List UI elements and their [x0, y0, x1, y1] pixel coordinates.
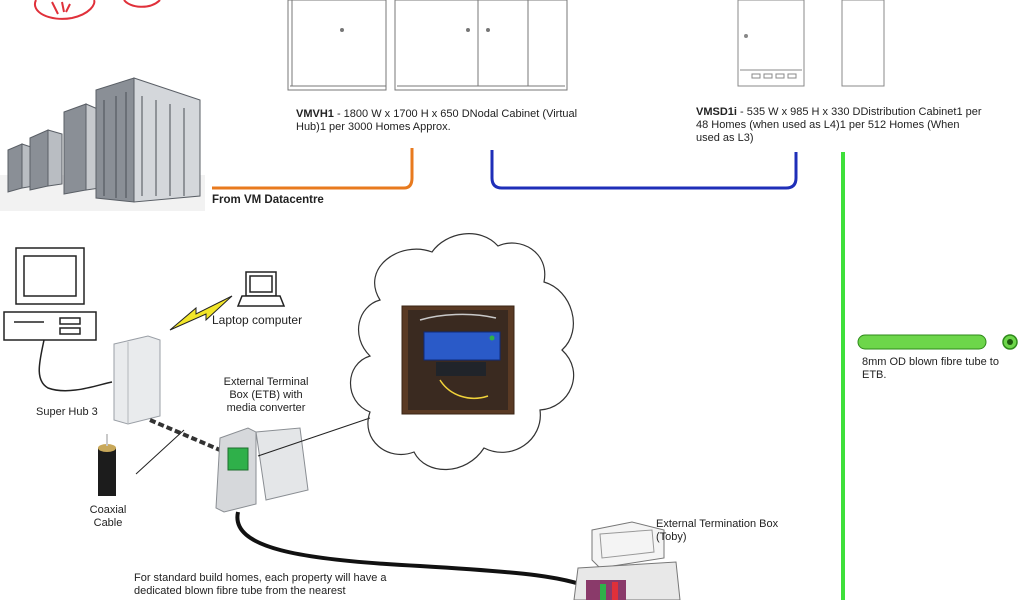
laptop-label: Laptop computer [212, 313, 303, 327]
fibre-tube-label: 8mm OD blown fibre tube to ETB. [862, 356, 999, 381]
laptop-icon [236, 271, 286, 307]
cloud-outline [349, 233, 575, 471]
vmvh1-description: - 1800 W x 1700 H x 650 DNodal Cabinet (… [296, 108, 578, 133]
vmsd1i-code: VMSD1i [696, 106, 737, 118]
orange-datacentre-link [212, 148, 414, 190]
datacentre-servers-image [0, 77, 205, 211]
vmvh1-code: VMVH1 [296, 108, 334, 120]
toby-label: External Termination Box (Toby) [656, 518, 779, 543]
hub-to-etb-cable [149, 418, 221, 452]
desktop-cable [38, 339, 113, 392]
vmvh1-cabinet-drawing [287, 0, 568, 91]
vmsd1i-description: - 535 W x 985 H x 330 DDistribution Cabi… [696, 106, 982, 144]
super-hub-router-image [113, 335, 161, 425]
wireless-link-icon [169, 295, 233, 331]
red-sketch-logo [33, 0, 161, 20]
standard-build-note: For standard build homes, each property … [134, 572, 387, 597]
super-hub-label: Super Hub 3 [36, 406, 98, 418]
coaxial-cable-image [98, 434, 116, 496]
etb-box-image [215, 427, 309, 513]
coaxial-pointer-arrow [135, 429, 185, 475]
vmsd1i-label: VMSD1i - 535 W x 985 H x 330 DDistributi… [696, 106, 986, 145]
vmvh1-label: VMVH1 - 1800 W x 1700 H x 650 DNodal Cab… [296, 108, 586, 134]
toby-box-image [573, 521, 681, 600]
vmsd1i-cabinet-drawing [737, 0, 885, 87]
etb-label: External Terminal Box (ETB) with media c… [223, 376, 309, 414]
fibre-tube-image [857, 334, 1018, 350]
etb-to-toby-cable [235, 511, 601, 594]
etb-pointer-arrow [257, 417, 371, 457]
blue-cabinet-link [490, 150, 798, 190]
media-converter-photo [401, 305, 515, 415]
desktop-computer-icon [3, 247, 97, 341]
from-datacentre-label: From VM Datacentre [212, 194, 324, 206]
coaxial-label: Coaxial Cable [89, 504, 127, 529]
